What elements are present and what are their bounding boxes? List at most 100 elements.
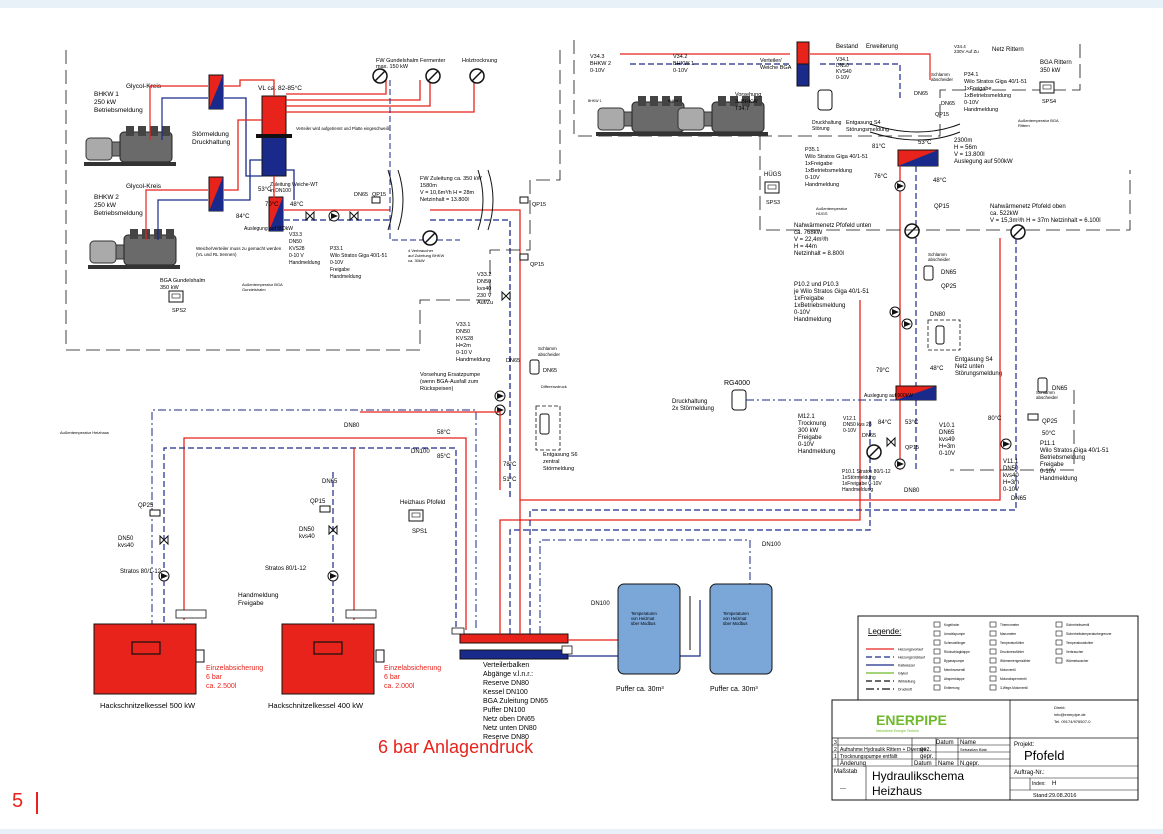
dirt-separator-icon [529, 359, 540, 375]
v33-1-1: V33.1 [456, 322, 470, 328]
legend-symbol-label: Verbraucher [1066, 650, 1084, 654]
schlamm-a-1: Schlamm [538, 346, 557, 351]
legend-symbol-label: 3-Wege-Motorventil [1000, 686, 1028, 690]
pump-icon [327, 570, 339, 582]
degasser-icon [935, 325, 945, 345]
legend-symbol-label: Manometer [1000, 632, 1017, 636]
p11-1-4: Freigabe [1040, 462, 1064, 468]
legend-line-list: HeizungsvorlaufHeizungsrücklaufKaltwasse… [866, 648, 925, 692]
legend-box [857, 615, 1139, 701]
tb-gepr: gepr. [920, 754, 934, 760]
p33-1-4: Freigabe [330, 267, 350, 273]
v33-3-4: 0-10 V [289, 253, 304, 259]
verbraucher-2: auf Zuleitung BHKW [408, 253, 444, 258]
p11-1-1: P11.1 [1040, 441, 1056, 447]
legend-symbol-label: Membranventil [944, 668, 965, 672]
dn50-b-2: kvs40 [299, 534, 315, 540]
p10-1-1: P10.1 Stratos 80/1-12 [842, 469, 891, 475]
rittern-line-3: V = 13.800l [954, 152, 985, 158]
tb-name-col: Name [938, 761, 955, 767]
distributor-return-bar [459, 649, 569, 660]
v34-1-2: DN50 [836, 63, 849, 69]
bhkw-section: BHKW 1 250 kW Betriebsmeldung BHKW 2 250… [65, 50, 561, 500]
v34-3-2: BHKW 2 [590, 61, 611, 67]
nw-unten-2: ca. 768kW [794, 230, 823, 236]
p11-1-5: 0-10V [1040, 469, 1056, 475]
bga-gundelshalm-1: BGA Gundelshalm [160, 278, 206, 284]
temp-76: 76°C [874, 174, 888, 180]
legend-symbol-icon [989, 639, 997, 646]
sps-icon [408, 509, 424, 522]
pump-icon [158, 570, 170, 582]
motor-valve-icon [501, 291, 511, 301]
tb-direkt: Direkt: [1054, 705, 1066, 710]
bhkw1-note: Betriebsmeldung [94, 107, 143, 114]
holztrocknung-label: Holztrocknung [462, 58, 497, 64]
weiche-lower [261, 135, 287, 177]
legend-symbol-icon [933, 621, 941, 628]
bga-rittern-1: BGA Rittern [1040, 60, 1072, 66]
dn50-a-1: DN50 [118, 536, 134, 542]
flow-meter-icon [371, 196, 381, 204]
entgasung-s6-3: Störmeldung [543, 466, 574, 472]
rg4000-label: RG4000 [724, 380, 750, 387]
heizhaus-pfofeld: Heizhaus Pfofeld [400, 500, 445, 506]
legend-and-title-block: Legende: HeizungsvorlaufHeizungsrücklauf… [831, 615, 1139, 801]
stoer-label-2: Druckhaltung [192, 139, 231, 146]
heat-exchanger-icon [208, 74, 224, 110]
temp-53b: 53°C [918, 140, 932, 146]
m12-1-4: Freigabe [798, 435, 822, 441]
schlamm-b-2: abscheider [931, 77, 954, 82]
v11-1-4: H=3m [1003, 480, 1019, 486]
entgasung-s6-2: zentral [543, 459, 560, 465]
einzel2-2: 6 bar [384, 674, 401, 681]
legend-symbol-icon [989, 648, 997, 655]
legend-symbol-icon [933, 648, 941, 655]
dn65-a: DN65 [354, 192, 368, 198]
p35-1-2: Wilo Stratos Giga 40/1-51 [805, 154, 868, 160]
v34-3-1: V34.3 [590, 54, 604, 60]
window-top-bar [0, 0, 1163, 8]
p35-1-1: P35.1 [805, 147, 819, 153]
page-number-bar [36, 792, 38, 814]
bhkw1-power: 250 kW [94, 99, 117, 106]
stoer-label-1: Störmeldung [192, 131, 229, 138]
m12-1-2: Trocknung [798, 421, 826, 427]
dn65-j: DN65 [1011, 496, 1027, 502]
fw-zuleitung-3: V = 10,6m³/h H = 28m [420, 190, 475, 196]
puffer2-label: Puffer ca. 30m³ [710, 686, 758, 693]
tb-massstab-val: --- [840, 786, 846, 792]
legend-symbol-label: Wärmetauscher [1066, 659, 1089, 663]
aussen-huegs-1: Außentemperatur [816, 206, 848, 211]
v33-1-4: H=2m [456, 343, 471, 349]
handmeldung-1: Handmeldung [238, 592, 279, 599]
sps4-label: SPS4 [1042, 99, 1056, 105]
tb-rev1: 1 [834, 754, 837, 760]
vorsehung-1: Vorsehung Ersatzpumpe [420, 372, 480, 378]
temp-51: 51°C [503, 477, 517, 483]
bhkw2-power: 250 kW [94, 202, 117, 209]
bhkw2-engine-icon [87, 228, 181, 270]
legend-symbol-label: Entleerung [944, 686, 960, 690]
nw-unten-5: Netzinhalt = 8.800l [794, 251, 844, 257]
dn100-b: DN100 [591, 601, 610, 607]
v12-1-1: V12.1 [843, 416, 856, 422]
p10-5: 0-10V [794, 310, 810, 316]
legend-symbol-label: Druckmessfühler [1000, 650, 1025, 654]
p11-1-3: Betriebsmeldung [1040, 455, 1085, 461]
legend-symbol-list: KugelhahnUmwälzpumpeSchmutzfängerRücksch… [933, 621, 1112, 691]
verteiler-note: Verteiler wird aufgetrennt und Platte ei… [296, 126, 391, 131]
legend-symbol-icon [933, 666, 941, 673]
flow-meter-icon [519, 196, 529, 204]
v33-section: V33.2 DN50 kvs40 230 V Auf/Zu QP15 V33.1… [420, 253, 578, 483]
druckhaltung2-1: Druckhaltung [672, 399, 707, 405]
dn100-a: DN100 [411, 449, 430, 455]
entgasung-s4b-3: Störungsmeldung [955, 371, 1002, 377]
qp15-a: QP15 [372, 192, 386, 198]
flow-meter-icon [519, 253, 529, 261]
bhkw-small-1: BHKW 1 [588, 99, 601, 103]
nw-oben-2: ca. 522kW [990, 211, 1019, 217]
qp15-d: QP15 [310, 499, 326, 505]
buffer-tank-2 [709, 583, 773, 675]
p34-1-3: 1xFreigabe [964, 86, 992, 92]
